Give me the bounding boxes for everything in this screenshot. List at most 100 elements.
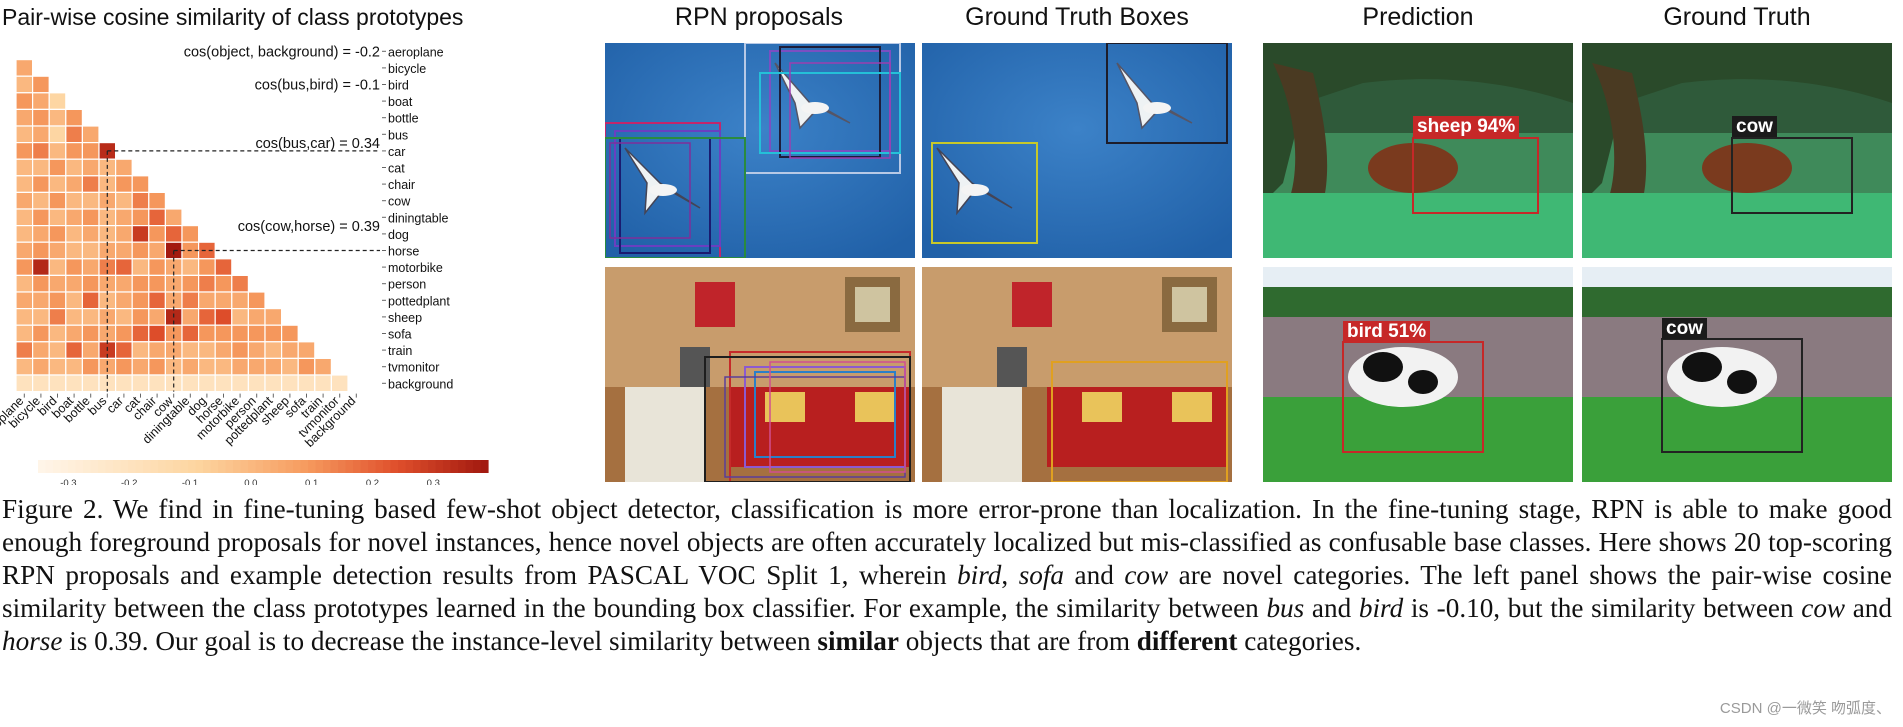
similarity-heatmap: aeroplanebicyclebirdboatbottlebuscarcatc… — [0, 44, 489, 485]
colorbar-segment — [465, 460, 474, 473]
heatmap-cell — [148, 341, 167, 359]
heatmap-cell — [48, 141, 67, 160]
row-label: car — [388, 145, 405, 159]
heatmap-cell — [81, 208, 100, 227]
colorbar-segment — [278, 460, 287, 473]
heatmap-cell — [264, 374, 283, 393]
heatmap-cell — [81, 258, 100, 277]
colorbar-tick-label: -0.1 — [182, 478, 198, 485]
heatmap-cell — [114, 341, 133, 359]
heatmap-cell — [131, 208, 150, 227]
heatmap-cell — [314, 374, 332, 393]
heatmap-cell — [131, 357, 150, 376]
colorbar-segment — [90, 460, 99, 473]
heatmap-cell — [214, 341, 233, 359]
heatmap-cell — [131, 274, 150, 293]
heatmap-cell — [247, 291, 266, 310]
heatmap-cell — [131, 374, 150, 393]
heatmap-cell — [15, 175, 34, 194]
heatmap-cell — [31, 341, 50, 359]
heatmap-cell — [48, 191, 67, 210]
colorbar-segment — [180, 460, 189, 473]
heatmap-cell — [65, 308, 84, 326]
heatmap-cell — [65, 291, 84, 310]
colorbar-segment — [195, 460, 204, 473]
heatmap-cell — [214, 374, 233, 393]
colorbar-segment — [450, 460, 459, 473]
heatmap-cell — [48, 225, 67, 243]
heatmap-cell — [148, 324, 167, 343]
colorbar-segment — [158, 460, 167, 473]
colorbar-tick-label: 0.0 — [244, 478, 257, 485]
colorbar-segment — [390, 460, 399, 473]
heatmap-cell — [31, 141, 50, 160]
colorbar-segment — [345, 460, 354, 473]
gt-boxes-title: Ground Truth Boxes — [965, 3, 1189, 31]
heatmap-cell — [15, 374, 34, 393]
heatmap-cell — [281, 341, 299, 359]
colorbar-segment — [120, 460, 129, 473]
colorbar-segment — [165, 460, 174, 473]
heatmap-cell — [131, 291, 150, 310]
row-label: cow — [388, 195, 411, 209]
heatmap-cell — [198, 308, 216, 326]
heatmap-cell — [231, 274, 250, 293]
heatmap-cell — [15, 141, 34, 160]
colorbar-segment — [98, 460, 107, 473]
heatmap-cell — [231, 374, 250, 393]
heatmap-cell — [65, 241, 84, 260]
bird-icon — [624, 147, 701, 216]
heatmap-cell — [114, 324, 133, 343]
row-label: sofa — [388, 328, 412, 342]
colorbar-segment — [173, 460, 182, 473]
ground-truth-label-cow: cow — [1732, 116, 1777, 137]
heatmap-cell — [264, 341, 283, 359]
heatmap-cell — [131, 324, 150, 343]
colorbar-segment — [293, 460, 302, 473]
heatmap-cell — [65, 374, 84, 393]
heatmap-cell — [81, 175, 100, 194]
heatmap-cell — [264, 324, 283, 343]
heatmap-cell — [181, 225, 200, 243]
heatmap-cell — [198, 291, 216, 310]
watermark: CSDN @一微笑 吻弧度、 — [1719, 700, 1891, 717]
prediction-label-bird: bird 51% — [1343, 321, 1431, 342]
heatmap-cell — [81, 241, 100, 260]
heatmap-cell — [15, 92, 34, 110]
prediction-cow-field-image: sheep 94% — [1263, 43, 1573, 258]
heatmap-cell — [214, 308, 233, 326]
heatmap-cell — [31, 92, 50, 110]
colorbar-segment — [233, 460, 242, 473]
heatmap-cell — [181, 341, 200, 359]
heatmap-cell — [31, 274, 50, 293]
heatmap-cell — [164, 225, 183, 243]
colorbar-segment — [360, 460, 369, 473]
heatmap-cell — [65, 258, 84, 277]
row-label: bicycle — [388, 62, 426, 76]
heatmap-cell — [131, 175, 150, 194]
heatmap-cell — [114, 175, 133, 194]
figure-caption: Figure 2. We find in fine-tuning based f… — [2, 494, 1892, 656]
heatmap-cell — [15, 158, 34, 177]
colorbar-segment — [300, 460, 309, 473]
heatmap-cell — [31, 158, 50, 177]
colorbar-segment — [285, 460, 294, 473]
row-label: horse — [388, 245, 419, 259]
heatmap-cell — [31, 308, 50, 326]
heatmap-cell — [98, 175, 117, 194]
heatmap-cell — [114, 291, 133, 310]
colorbar-segment — [308, 460, 317, 473]
colorbar-segment — [263, 460, 272, 473]
heatmap-cell — [181, 308, 200, 326]
heatmap-cell — [65, 125, 84, 144]
row-label: dog — [388, 228, 409, 242]
heatmap-cell — [48, 274, 67, 293]
heatmap-cell — [15, 108, 34, 127]
colorbar-segment — [150, 460, 159, 473]
heatmap-cell — [31, 108, 50, 127]
heatmap-cell — [198, 374, 216, 393]
heatmap-cell — [164, 274, 183, 293]
heatmap-cell — [81, 125, 100, 144]
heatmap-cell — [98, 357, 117, 376]
heatmap-cell — [214, 258, 233, 277]
